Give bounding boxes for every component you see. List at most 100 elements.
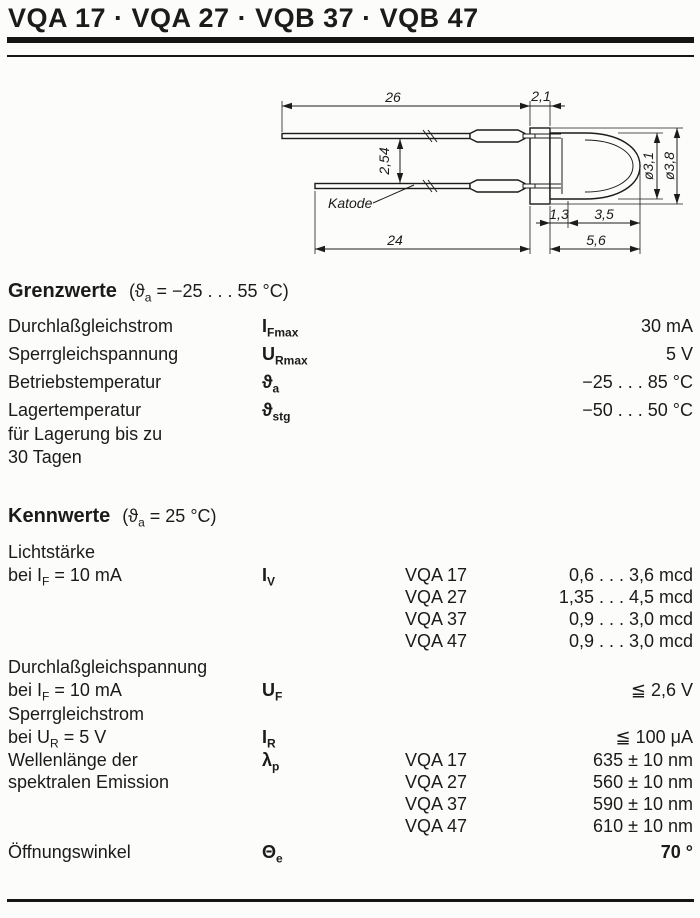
symbol-sub: R (267, 736, 276, 751)
kennwerte-heading: Kennwerte (ϑa = 25 °C) (8, 505, 217, 530)
cond-post: = 25 °C) (144, 506, 217, 526)
variant-type: VQA 37 (405, 794, 468, 814)
led-dome (549, 132, 641, 200)
param-symbol: URmax (262, 343, 308, 372)
param-symbol: Θe (262, 841, 283, 870)
variant-value: 0,9 . . . 3,0 mcd (568, 609, 693, 629)
kennwerte-row-wellenlaenge-v0: Wellenlänge der λp VQA 17 635 ± 10 nm (8, 749, 693, 774)
param-label: Sperrgleichspannung (8, 344, 179, 364)
kennwerte-row-lichtstaerke-v3: VQA 47 0,9 . . . 3,0 mcd (8, 630, 693, 654)
cathode-neck (522, 183, 536, 189)
cond-sub: F (42, 574, 50, 589)
kennwerte-row-wellenlaenge-v3: VQA 47 610 ± 10 nm (8, 815, 693, 839)
kennwerte-title: Kennwerte (8, 505, 111, 527)
param-value: ≦ 100 μA (615, 727, 694, 747)
param-label: Betriebstemperatur (8, 372, 162, 392)
cond-pre: bei I (8, 680, 43, 700)
kennwerte-row-wellenlaenge-v1: spektralen Emission VQA 27 560 ± 10 nm (8, 771, 693, 795)
param-value: −25 . . . 85 °C (582, 372, 693, 392)
param-symbol: λp (262, 749, 279, 778)
grenzwerte-heading: Grenzwerte(ϑa = −25 . . . 55 °C) (8, 280, 289, 305)
page-title: VQA 17 · VQA 27 · VQB 37 · VQB 47 (8, 3, 479, 33)
symbol-sub: Rmax (275, 353, 308, 368)
variant-type: VQA 17 (405, 750, 468, 770)
kennwerte-row-lichtstaerke-v1: VQA 27 1,35 . . . 4,5 mcd (8, 586, 693, 610)
variant-type: VQA 17 (405, 565, 468, 585)
symbol-base: I (262, 316, 268, 336)
grenzwerte-row-lagertemperatur-note2: 30 Tagen (8, 446, 693, 470)
led-dome-inner (584, 139, 634, 193)
variant-type: VQA 47 (405, 631, 468, 651)
title-rule-thin (7, 55, 694, 57)
kennwerte-row-lichtstaerke-v0: bei IF = 10 mA IV VQA 17 0,6 . . . 3,6 m… (8, 564, 693, 589)
cond-pre: bei I (8, 565, 43, 585)
cond-pre: bei U (8, 727, 51, 747)
variant-type: VQA 27 (405, 587, 468, 607)
dim-dia-3-1-label: ø3,1 (640, 152, 656, 180)
dim-2-54-label: 2,54 (376, 147, 392, 175)
param-label: Öffnungswinkel (8, 842, 131, 862)
anode-lead (281, 132, 471, 140)
symbol-base: ϑ (262, 372, 273, 392)
grenzwerte-title: Grenzwerte (8, 280, 117, 302)
variant-value: 1,35 . . . 4,5 mcd (558, 587, 693, 607)
dim-dia-3-8-label: ø3,8 (661, 152, 677, 180)
grenzwerte-row-lagertemperatur-note1: für Lagerung bis zu (8, 423, 693, 447)
param-label: Lagertemperatur (8, 400, 142, 420)
param-label-note: 30 Tagen (8, 447, 82, 467)
kennwerte-condition: (ϑa = 25 °C) (122, 506, 217, 530)
dim-1-3-label: 1,3 (549, 206, 569, 222)
variant-value: 560 ± 10 nm (593, 772, 693, 792)
param-symbol: IV (262, 564, 275, 593)
param-label: Lichtstärke (8, 542, 96, 562)
condition-label: bei UR = 5 V (8, 726, 106, 755)
symbol-base: U (262, 344, 275, 364)
led-dimension-drawing: 26 2,1 2,54 24 1,3 3,5 5,6 ø3,1 ø3,8 Kat… (281, 88, 683, 254)
param-symbol: UF (262, 679, 282, 708)
param-label: Sperrgleichstrom (8, 704, 145, 724)
anode-neck (522, 133, 536, 139)
anode-crimp (469, 129, 526, 143)
led-flange (529, 127, 551, 205)
dim-5-6-label: 5,6 (586, 232, 606, 248)
symbol-sub: a (272, 381, 280, 396)
cond-sub: F (42, 689, 50, 704)
param-symbol: IR (262, 726, 276, 755)
symbol-sub: e (276, 851, 283, 866)
param-symbol: IFmax (262, 315, 298, 344)
dim-26-label: 26 (384, 89, 401, 105)
cond-post: = −25 . . . 55 °C) (151, 281, 289, 301)
variant-type: VQA 27 (405, 772, 468, 792)
param-label: Durchlaßgleichstrom (8, 316, 174, 336)
cond-pre: (ϑ (128, 281, 145, 301)
led-component (281, 127, 641, 205)
param-value: ≦ 2,6 V (630, 680, 693, 700)
variant-value: 635 ± 10 nm (593, 750, 693, 770)
grenzwerte-row-sperrgleichspannung: Sperrgleichspannung URmax 5 V (8, 343, 693, 368)
condition-label: bei IF = 10 mA (8, 679, 122, 708)
cond-post: = 10 mA (49, 680, 122, 700)
variant-value: 0,9 . . . 3,0 mcd (568, 631, 693, 651)
param-label-note: für Lagerung bis zu (8, 424, 163, 444)
param-value: 30 mA (640, 316, 693, 336)
cathode-label: Katode (328, 195, 373, 211)
symbol-sub: V (267, 574, 276, 589)
symbol-base: I (262, 565, 268, 585)
symbol-sub: stg (272, 409, 291, 424)
kennwerte-row-durchlassspannung-label: Durchlaßgleichspannung (8, 656, 693, 680)
param-label: Durchlaßgleichspannung (8, 657, 208, 677)
symbol-sub: Fmax (267, 325, 299, 340)
symbol-base: Θ (262, 842, 277, 862)
variant-value: 590 ± 10 nm (593, 794, 693, 814)
cond-post: = 5 V (58, 727, 107, 747)
param-value: −50 . . . 50 °C (582, 400, 693, 420)
cathode-lead (314, 182, 471, 190)
dim-24-label: 24 (386, 232, 403, 248)
dimension-lines (282, 102, 681, 253)
kennwerte-row-wellenlaenge-v2: VQA 37 590 ± 10 nm (8, 793, 693, 817)
param-symbol: ϑa (262, 371, 279, 400)
cond-pre: (ϑ (122, 506, 139, 526)
cond-post: = 10 mA (49, 565, 122, 585)
cathode-crimp (469, 179, 526, 193)
